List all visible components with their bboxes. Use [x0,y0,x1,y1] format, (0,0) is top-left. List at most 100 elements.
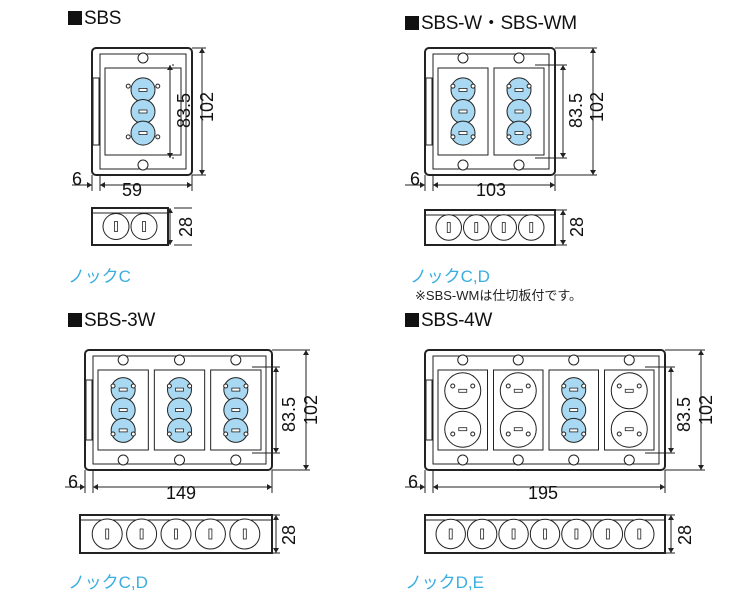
knockout-slot [105,528,110,540]
gang-frame [548,369,599,451]
knockout-slot [514,131,524,135]
screw-hole-icon [110,383,116,389]
dim-width: 103 [476,180,507,200]
knockout-slot [605,528,610,540]
dimension-arrow [199,48,205,53]
screw-hole-icon [581,431,587,437]
screw-hole-icon [243,431,249,437]
screw-hole-icon [223,431,229,437]
knockout-slot [242,528,247,540]
dimension-arrow [668,515,674,520]
mounting-hole-icon [457,159,469,171]
knockout-slot [514,109,524,114]
knockout-slot [458,109,468,114]
knockout-slot [448,528,453,540]
knockout-slot [637,528,642,540]
screw-hole-icon [525,383,531,389]
dim-side-depth: 28 [567,216,587,237]
dimension-arrow [167,153,173,158]
dimension-arrow [698,350,704,355]
knockout-label: ノックC,D [68,573,148,592]
screw-hole-icon [616,431,622,437]
screw-hole-icon [155,83,161,89]
dimension-arrow [560,210,566,215]
knockout-slot [480,528,485,540]
dimension-arrow [560,240,566,245]
mounting-hole-icon [117,454,129,466]
panel-title-sbs-w: SBS-W・SBS-WM [405,8,577,35]
screw-hole-icon [110,431,116,437]
screw-hole-icon [526,134,532,140]
knockout-slot [458,427,468,432]
box-outline [424,47,556,176]
knockout-slot [543,528,547,540]
screw-hole-icon [506,134,512,140]
dimension-arrow [550,182,555,188]
knockout-slot [231,408,241,412]
dimension-arrow [668,548,674,553]
dim-depth-offset: 6 [410,169,421,189]
screw-hole-icon [616,383,622,389]
gang-frame [104,67,182,156]
screw-hole-icon [470,83,476,89]
screw-hole-icon [505,383,511,389]
dim-height: 102 [197,91,217,122]
screw-hole-icon [506,83,512,89]
knockout-label: ノックC,D [410,267,490,286]
knockout-slot [513,388,523,393]
gang-frame [493,369,544,451]
dimension-arrow [660,484,665,490]
dim-depth-offset: 6 [72,169,83,189]
dimension-arrow [273,367,279,372]
mounting-hole-icon [623,354,635,366]
knockout-slot [231,387,241,392]
screw-hole-icon [526,83,532,89]
dim-inner-height: 83.5 [174,92,194,128]
knockout-slot [529,222,534,233]
dim-side-depth: 28 [279,524,299,545]
dim-depth-offset: 6 [68,472,79,492]
dimension-arrow [420,484,425,490]
dimension-arrow [199,170,205,175]
dimension-arrow [273,515,279,520]
mounting-hole-icon [137,52,149,64]
dimension-arrow [80,484,85,490]
screw-hole-icon [166,383,172,389]
gang-frame [210,369,262,451]
screw-hole-icon [223,383,229,389]
screw-hole-icon [187,431,193,437]
mounting-hole-icon [457,354,469,366]
knockout-slot [458,131,468,135]
gang-frame [493,67,545,156]
knockout-slot [458,88,468,92]
dimension-arrow [93,484,98,490]
knockout-slot [138,131,148,135]
dimension-arrow [698,465,704,470]
knockout-label: ノックC [68,267,131,286]
screw-hole-icon [187,383,193,389]
panel-title-sbs: SBS [68,8,121,30]
screw-hole-icon [130,383,136,389]
screw-hole-icon [155,134,161,140]
knockout-slot [208,528,213,540]
box-outline [424,349,666,471]
knockout-slot [139,528,144,540]
knockout-slot [624,388,634,393]
knockout-slot [569,428,579,433]
dimension-arrow [273,548,279,553]
dim-width: 149 [166,483,197,503]
side-rail [92,77,100,146]
gang-frame [604,369,655,451]
knockout-slot [138,88,148,92]
mounting-hole-icon [512,454,524,466]
screw-hole-icon [581,383,587,389]
knockout-slot [446,222,451,233]
gang-frame [97,369,149,451]
dimension-arrow [560,153,566,158]
dim-inner-height: 83.5 [674,396,694,432]
dimension-arrow [590,48,596,53]
dimension-arrow [433,182,438,188]
knockout-slot [118,387,128,392]
